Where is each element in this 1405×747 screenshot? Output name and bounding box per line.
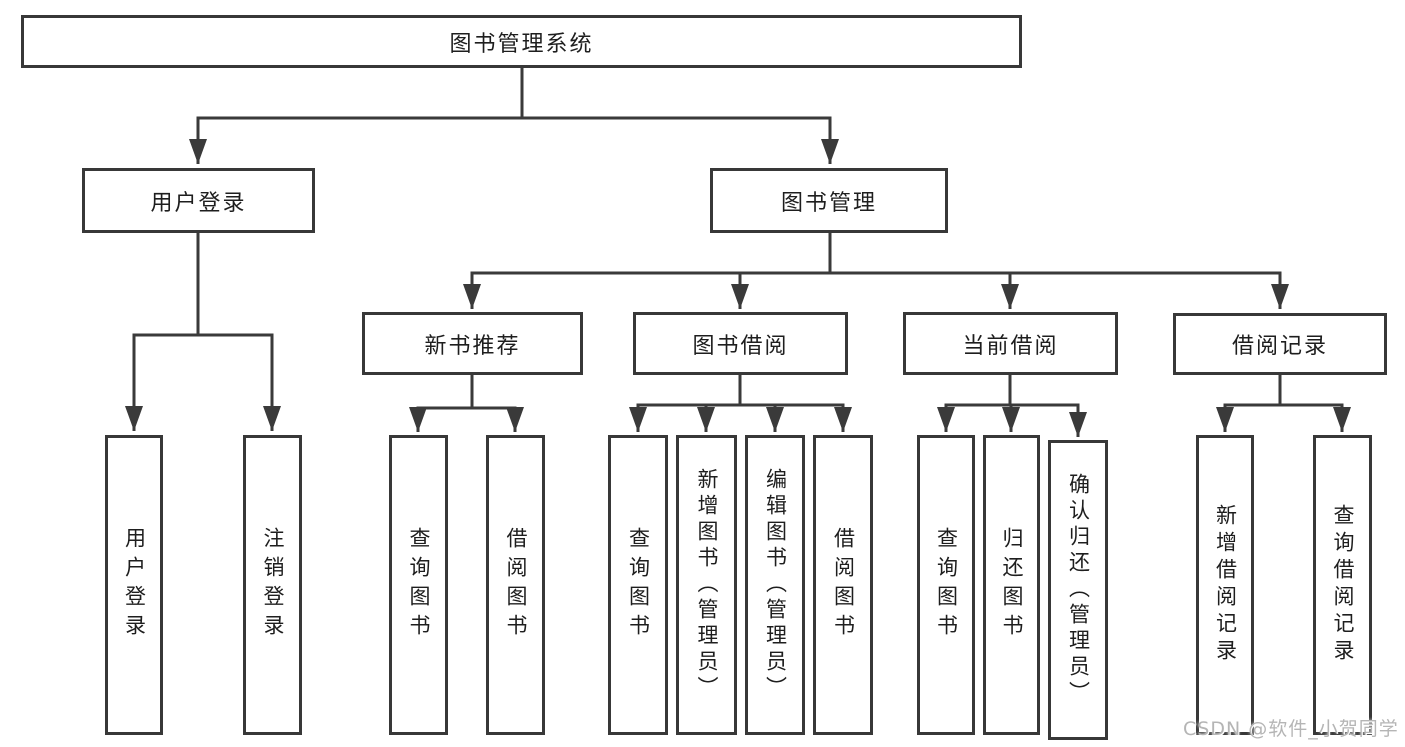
leaf-logout: 注销登录 bbox=[243, 435, 302, 735]
node-new-book-recommendation: 新书推荐 bbox=[362, 312, 583, 375]
node-book-borrowing: 图书借阅 bbox=[633, 312, 848, 375]
leaf-borrow-add-books-admin: 新增图书（管理员） bbox=[676, 435, 737, 735]
leaf-borrow-edit-books-admin: 编辑图书（管理员） bbox=[745, 435, 805, 735]
leaf-current-query-books: 查询图书 bbox=[917, 435, 975, 735]
watermark: CSDN @软件_小贺同学 bbox=[1183, 718, 1399, 740]
leaf-current-return-books: 归还图书 bbox=[983, 435, 1040, 735]
node-book-management: 图书管理 bbox=[710, 168, 948, 233]
leaf-recommend-query-books: 查询图书 bbox=[389, 435, 448, 735]
leaf-recommend-borrow-books: 借阅图书 bbox=[486, 435, 545, 735]
leaf-current-confirm-return-admin: 确认归还（管理员） bbox=[1048, 440, 1108, 740]
node-root-library-management-system: 图书管理系统 bbox=[21, 15, 1022, 68]
node-borrowing-records: 借阅记录 bbox=[1173, 313, 1387, 375]
node-user-login: 用户登录 bbox=[82, 168, 315, 233]
leaf-records-query-borrow-record: 查询借阅记录 bbox=[1313, 435, 1372, 735]
leaf-user-login: 用户登录 bbox=[105, 435, 163, 735]
leaf-borrow-query-books: 查询图书 bbox=[608, 435, 668, 735]
node-current-borrowing: 当前借阅 bbox=[903, 312, 1118, 375]
leaf-borrow-borrow-books: 借阅图书 bbox=[813, 435, 873, 735]
leaf-records-add-borrow-record: 新增借阅记录 bbox=[1196, 435, 1254, 735]
